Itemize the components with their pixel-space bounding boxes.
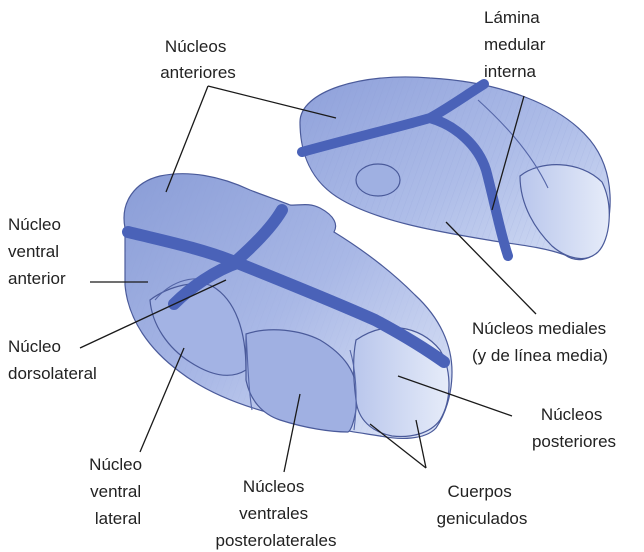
label-posteriores-line2: posteriores: [532, 432, 616, 451]
label-ventral-anterior-line3: anterior: [8, 269, 66, 288]
label-posteriores-line1: Núcleos: [541, 405, 602, 424]
label-ventral-lateral-line2: ventral: [90, 482, 141, 501]
label-anteriores-line1: Núcleos: [165, 37, 226, 56]
label-nucleo-ventral-lateral: Núcleo ventral lateral: [89, 455, 147, 528]
label-posterolaterales-line2: ventrales: [239, 504, 308, 523]
label-lamina-line1: Lámina: [484, 8, 540, 27]
label-nucleos-ventrales-posterolaterales: Núcleos ventrales posterolaterales: [216, 477, 337, 550]
label-lamina-line3: interna: [484, 62, 537, 81]
label-nucleo-ventral-anterior: Núcleo ventral anterior: [8, 215, 66, 288]
label-nucleos-anteriores: Núcleos anteriores: [160, 37, 236, 82]
label-nucleo-dorsolateral: Núcleo dorsolateral: [8, 337, 97, 383]
label-nucleos-mediales: Núcleos mediales (y de línea media): [472, 319, 611, 365]
label-lamina-line2: medular: [484, 35, 546, 54]
label-ventral-lateral-line1: Núcleo: [89, 455, 142, 474]
leader-ventral-lateral: [140, 348, 184, 452]
label-nucleos-posteriores: Núcleos posteriores: [532, 405, 616, 451]
label-ventral-anterior-line2: ventral: [8, 242, 59, 261]
label-posterolaterales-line3: posterolaterales: [216, 531, 337, 550]
label-ventral-anterior-line1: Núcleo: [8, 215, 61, 234]
left-pulvinar: [354, 328, 449, 437]
label-ventral-lateral-line3: lateral: [95, 509, 141, 528]
label-mediales-line1: Núcleos mediales: [472, 319, 606, 338]
interthalamic-adhesion: [356, 164, 400, 196]
label-anteriores-line2: anteriores: [160, 63, 236, 82]
label-dorsolateral-line1: Núcleo: [8, 337, 61, 356]
label-geniculados-line2: geniculados: [437, 509, 528, 528]
label-geniculados-line1: Cuerpos: [448, 482, 512, 501]
label-cuerpos-geniculados: Cuerpos geniculados: [437, 482, 528, 528]
label-posterolaterales-line1: Núcleos: [243, 477, 304, 496]
label-lamina-medular: Lámina medular interna: [484, 8, 550, 81]
label-dorsolateral-line2: dorsolateral: [8, 364, 97, 383]
label-mediales-line2: (y de línea media): [472, 346, 608, 365]
